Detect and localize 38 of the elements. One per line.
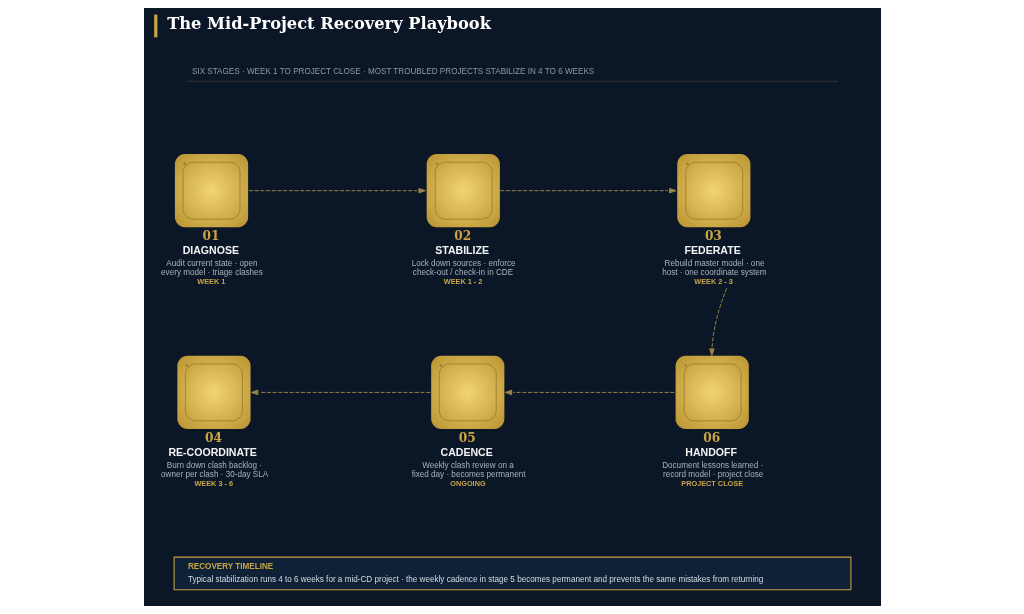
node-label: Document lessons learned · record model · project close (661, 461, 763, 480)
node-label: CADENCE (440, 446, 493, 459)
node-label: WEEK 1 (196, 277, 225, 287)
node-label: 04 (204, 431, 222, 446)
node-label: Burn down clash backlog · owner per clash · 30-day SLA (160, 461, 268, 480)
node-label: 05 (458, 431, 476, 446)
node-label: PROJECT CLOSE (680, 479, 743, 489)
node-label: WEEK 2 - 3 (693, 277, 733, 287)
node-box (430, 355, 504, 429)
arrow (504, 389, 675, 396)
node-box (676, 154, 750, 228)
node-box (675, 355, 749, 429)
node-box (174, 154, 248, 228)
node-box (426, 154, 500, 228)
node-label: 02 (453, 229, 471, 244)
node-label: RE-COORDINATE (167, 446, 257, 459)
node-label: WEEK 1 - 2 (443, 277, 482, 287)
node-label: HANDOFF (684, 446, 737, 459)
node-label: FEDERATE (684, 244, 741, 257)
node-label: STABILIZE (434, 244, 489, 257)
node-label: 01 (202, 229, 220, 244)
node-label: ONGOING (449, 479, 486, 489)
arrow (499, 187, 676, 194)
diagram-title: The Mid-Project Recovery Playbook (166, 14, 491, 34)
node-box (176, 355, 251, 429)
node-label: WEEK 3 - 6 (193, 479, 233, 489)
label: SIX STAGES · WEEK 1 TO PROJECT CLOSE · MOST TROUBLED PROJECTS STABILIZE IN 4 TO 6 WEEKS (191, 66, 594, 76)
node-label: Rebuild master model · one host · one coordinate system (661, 259, 767, 278)
node-label: Audit current state · open every model · triage clashes (160, 259, 263, 278)
node-label: Weekly clash review on a fixed day · becomes permanent (411, 461, 525, 480)
node-box: RECOVERY TIMELINE Typical stabilization runs 4 to 6 weeks for a mid-CD project · the weekly cadence in stage 5 becomes permanent and prevents the same mistakes from returning (173, 556, 851, 591)
arrow (708, 287, 727, 356)
node-label: 03 (704, 229, 722, 244)
arrow (250, 389, 431, 396)
arrow (247, 187, 426, 194)
node-label: DIAGNOSE (182, 244, 239, 257)
node-label: 06 (702, 431, 720, 446)
node-label: Lock down sources · enforce check-out / check-in in CDE (411, 259, 516, 278)
